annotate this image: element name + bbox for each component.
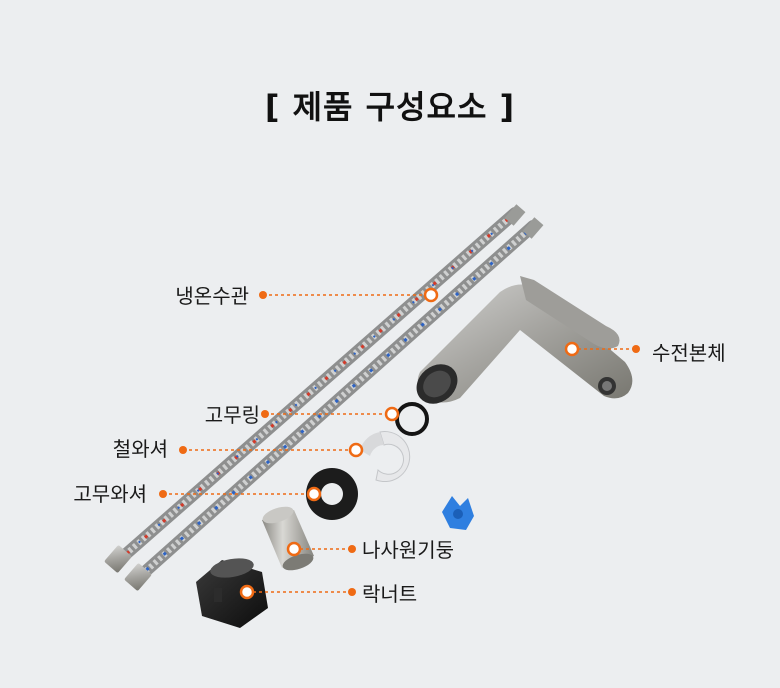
page-title: [ 제품 구성요소 ] <box>264 88 516 126</box>
hose-a <box>104 204 526 573</box>
o-ring-part <box>395 402 429 436</box>
label-o-ring: 고무링 <box>204 403 260 427</box>
faucet-body <box>416 276 633 404</box>
label-rubber-washer: 고무와셔 <box>73 482 147 506</box>
label-steel-washer: 철와셔 <box>112 437 168 461</box>
rubber-washer-part <box>306 468 358 520</box>
hose-b <box>124 217 544 591</box>
marker-rings <box>239 287 580 600</box>
threaded-stud-part <box>262 506 314 571</box>
lock-nut-part <box>196 558 268 628</box>
leader-lines <box>163 294 636 593</box>
steel-washer-part <box>360 431 411 483</box>
label-lock-nut: 락너트 <box>362 582 418 606</box>
aerator-part <box>442 496 474 530</box>
marker-dots <box>159 291 640 596</box>
label-hose: 냉온수관 <box>175 284 249 308</box>
label-faucet-body: 수전본체 <box>652 341 726 365</box>
label-threaded-stud: 나사원기둥 <box>362 538 454 562</box>
